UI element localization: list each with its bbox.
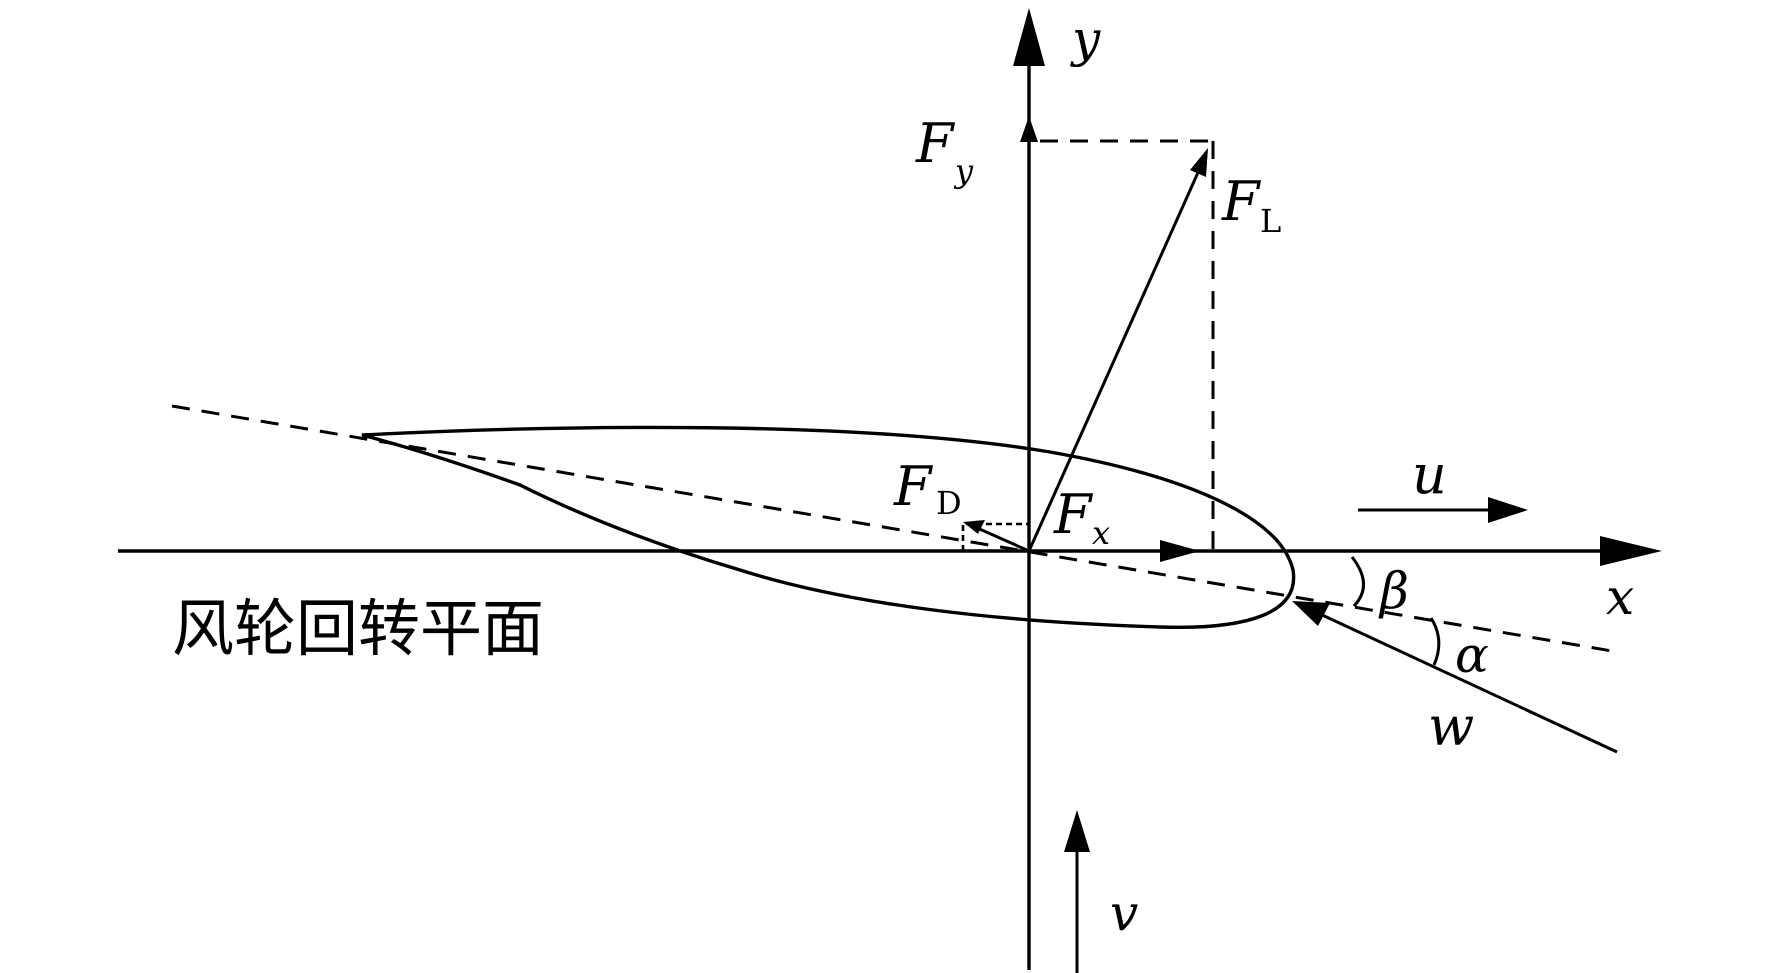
fx-label-subscript: x [1092, 514, 1110, 552]
fy-label: F [915, 112, 956, 175]
v-label: v [1110, 884, 1138, 942]
u-arrowhead [1488, 497, 1528, 523]
fy-arrowhead [1020, 116, 1038, 142]
fl-label-subscript: L [1260, 202, 1281, 240]
fy-label-subscript: y [953, 152, 974, 190]
beta-angle-arc [1350, 556, 1365, 608]
chord-line [171, 404, 1613, 653]
beta-label: β [1378, 562, 1409, 620]
w-label: w [1428, 695, 1474, 758]
w-arrow-line [1319, 612, 1618, 754]
alpha-angle-arc [1429, 617, 1441, 666]
fd-label: F [893, 455, 934, 518]
u-label: u [1412, 443, 1447, 506]
fl-label: F [1221, 170, 1262, 233]
alpha-label: α [1455, 626, 1489, 684]
fd-projection-box [961, 522, 1029, 551]
w-arrowhead [1292, 601, 1330, 626]
y-axis-arrowhead [1013, 8, 1045, 66]
fl-vector [1027, 167, 1202, 552]
y-axis-label: y [1070, 10, 1101, 68]
fd-arrowhead [963, 520, 985, 534]
fx-label: F [1053, 483, 1094, 546]
x-axis-arrowhead [1600, 536, 1662, 566]
fd-vector [974, 525, 1030, 553]
x-axis-label: x [1606, 568, 1634, 626]
fl-arrowhead [1190, 148, 1208, 177]
airfoil-outline [361, 425, 1296, 630]
v-arrowhead [1064, 810, 1090, 852]
fx-arrowhead [1160, 540, 1200, 562]
fd-label-subscript: D [936, 484, 962, 522]
rotation-plane-label: 风轮回转平面 [172, 592, 544, 665]
